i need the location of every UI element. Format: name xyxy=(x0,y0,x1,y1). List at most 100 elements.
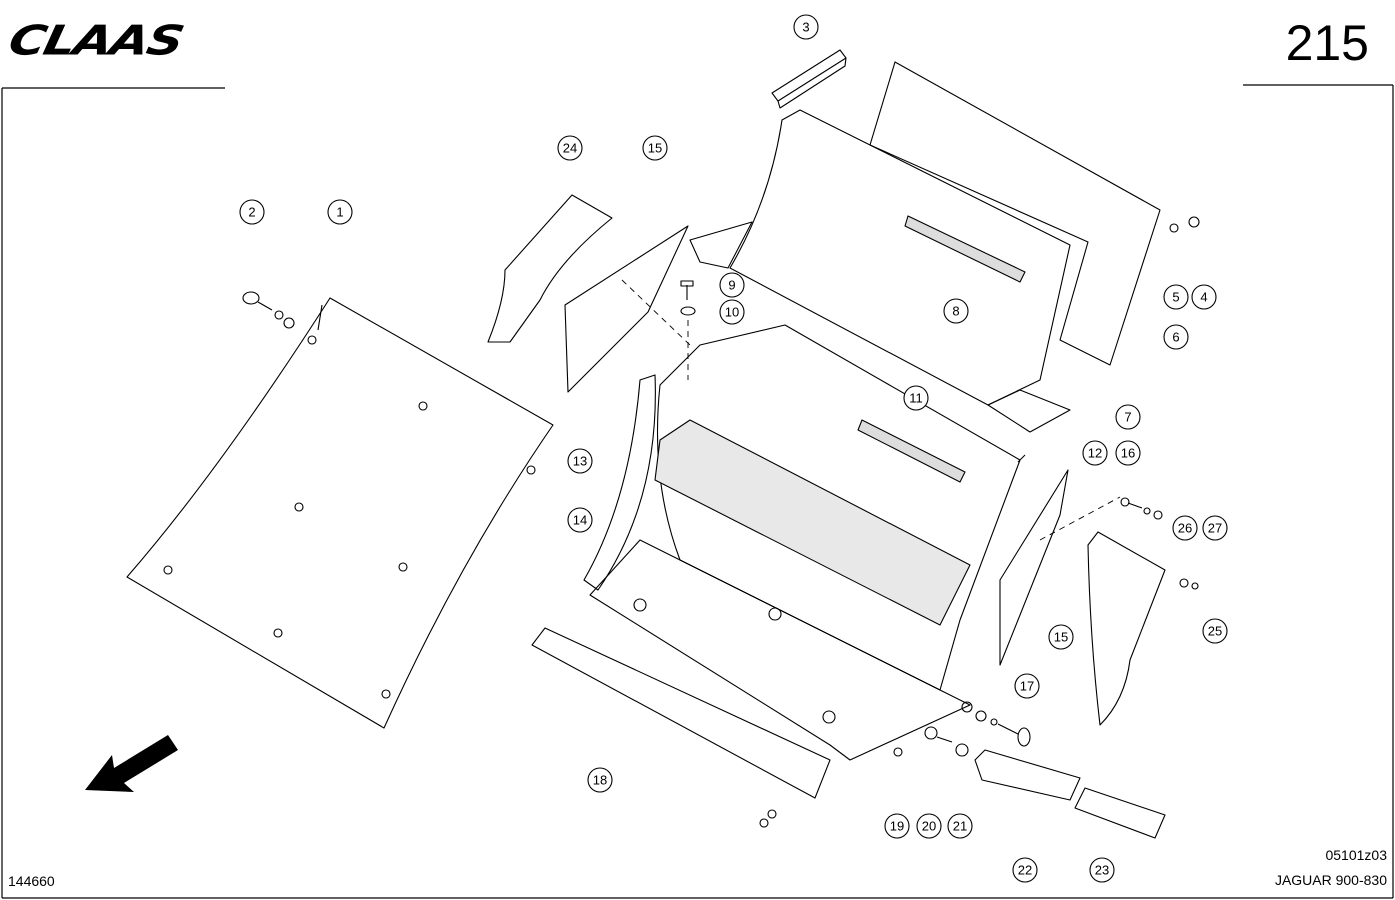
callout-number: 23 xyxy=(1095,863,1109,878)
lower-tray xyxy=(589,539,971,761)
callout-number: 22 xyxy=(1018,863,1032,878)
part-16-bolt xyxy=(1120,497,1163,520)
page-number: 215 xyxy=(1285,15,1369,71)
callout-25: 25 xyxy=(1202,618,1228,644)
lower-tray-holes xyxy=(633,598,836,724)
callout-27: 27 xyxy=(1202,515,1228,541)
part-3-seal xyxy=(771,49,847,109)
direction-arrow-icon xyxy=(85,735,178,792)
callout-number: 12 xyxy=(1088,446,1102,461)
callout-number: 8 xyxy=(952,304,959,319)
part-1-panel xyxy=(126,297,554,729)
callout-number: 16 xyxy=(1121,446,1135,461)
part-12-side xyxy=(1017,454,1026,463)
part-19-screw xyxy=(893,747,903,757)
callout-20: 20 xyxy=(916,813,942,839)
part-8-strip xyxy=(904,215,1026,283)
callout-number: 21 xyxy=(953,819,967,834)
part-1-holes xyxy=(163,335,536,699)
assembly-guides xyxy=(621,279,1121,541)
part-2-bolt xyxy=(242,291,295,329)
curved-side-wall xyxy=(583,374,656,591)
part-24-deflector xyxy=(487,194,613,343)
part-13-screen xyxy=(654,419,971,626)
callout-number: 24 xyxy=(563,141,577,156)
page-border xyxy=(1,84,1394,899)
drawing-id: 144660 xyxy=(8,873,55,889)
part-27-nut xyxy=(1191,582,1199,590)
callout-number: 3 xyxy=(802,20,809,35)
middle-housing xyxy=(657,324,1021,691)
part-7-foot xyxy=(987,389,1071,433)
callout-22: 22 xyxy=(1012,857,1038,883)
part-5-washer xyxy=(1169,223,1179,233)
callout-15: 15 xyxy=(642,135,668,161)
callout-7: 7 xyxy=(1115,404,1141,430)
part-15-plate-left xyxy=(564,225,689,393)
callout-number: 17 xyxy=(1020,679,1034,694)
callout-number: 1 xyxy=(336,205,343,220)
callout-15: 15 xyxy=(1048,624,1074,650)
part-26-washer xyxy=(1179,578,1189,588)
callout-5: 5 xyxy=(1163,284,1189,310)
callout-10: 10 xyxy=(719,299,745,325)
part-1-panel-edge xyxy=(317,304,323,331)
part-11-strip xyxy=(857,419,966,483)
callout-number: 14 xyxy=(573,513,587,528)
callout-number: 13 xyxy=(573,454,587,469)
callout-26: 26 xyxy=(1172,515,1198,541)
callout-24: 24 xyxy=(557,135,583,161)
callout-number: 27 xyxy=(1208,521,1222,536)
callout-2: 2 xyxy=(239,199,265,225)
callout-number: 6 xyxy=(1172,330,1179,345)
callout-11: 11 xyxy=(903,385,929,411)
callout-1: 1 xyxy=(327,199,353,225)
callout-number: 20 xyxy=(922,819,936,834)
part-18-strip xyxy=(531,627,831,799)
drawing-code: 05101z03 xyxy=(1325,847,1387,863)
part-4-nut xyxy=(1188,216,1200,228)
callout-number: 25 xyxy=(1208,624,1222,639)
callout-number: 4 xyxy=(1200,290,1207,305)
callout-number: 26 xyxy=(1178,521,1192,536)
part-9-bolt xyxy=(680,280,694,300)
callout-9: 9 xyxy=(719,272,745,298)
callout-23: 23 xyxy=(1089,857,1115,883)
callout-8: 8 xyxy=(943,298,969,324)
part-20-bolt xyxy=(924,726,953,743)
upper-housing xyxy=(729,109,1071,406)
callout-18: 18 xyxy=(587,767,613,793)
callout-number: 10 xyxy=(725,305,739,320)
callout-number: 2 xyxy=(248,205,255,220)
callout-number: 19 xyxy=(890,819,904,834)
part-22-bracket xyxy=(974,749,1081,801)
callout-17: 17 xyxy=(1014,673,1040,699)
callout-12: 12 xyxy=(1082,440,1108,466)
part-18-nut xyxy=(759,809,777,828)
callout-number: 7 xyxy=(1124,410,1131,425)
part-21-washer xyxy=(955,743,969,757)
part-10-washer xyxy=(680,306,696,316)
drawing-parts xyxy=(85,49,1200,839)
upper-lip xyxy=(689,221,753,269)
callout-16: 16 xyxy=(1115,440,1141,466)
callout-number: 15 xyxy=(648,141,662,156)
callout-number: 5 xyxy=(1172,290,1179,305)
model-name: JAGUAR 900-830 xyxy=(1274,872,1387,888)
callout-13: 13 xyxy=(567,448,593,474)
callout-21: 21 xyxy=(947,813,973,839)
callout-14: 14 xyxy=(567,507,593,533)
callout-3: 3 xyxy=(793,14,819,40)
part-15-plate-right xyxy=(999,469,1069,666)
part-17-bolt xyxy=(961,701,1031,747)
callout-number: 15 xyxy=(1054,630,1068,645)
part-23-bracket xyxy=(1074,787,1166,839)
callout-19: 19 xyxy=(884,813,910,839)
part-25-guard xyxy=(1087,531,1166,726)
callout-number: 11 xyxy=(909,391,923,406)
callout-number: 9 xyxy=(728,278,735,293)
callout-number: 18 xyxy=(593,773,607,788)
